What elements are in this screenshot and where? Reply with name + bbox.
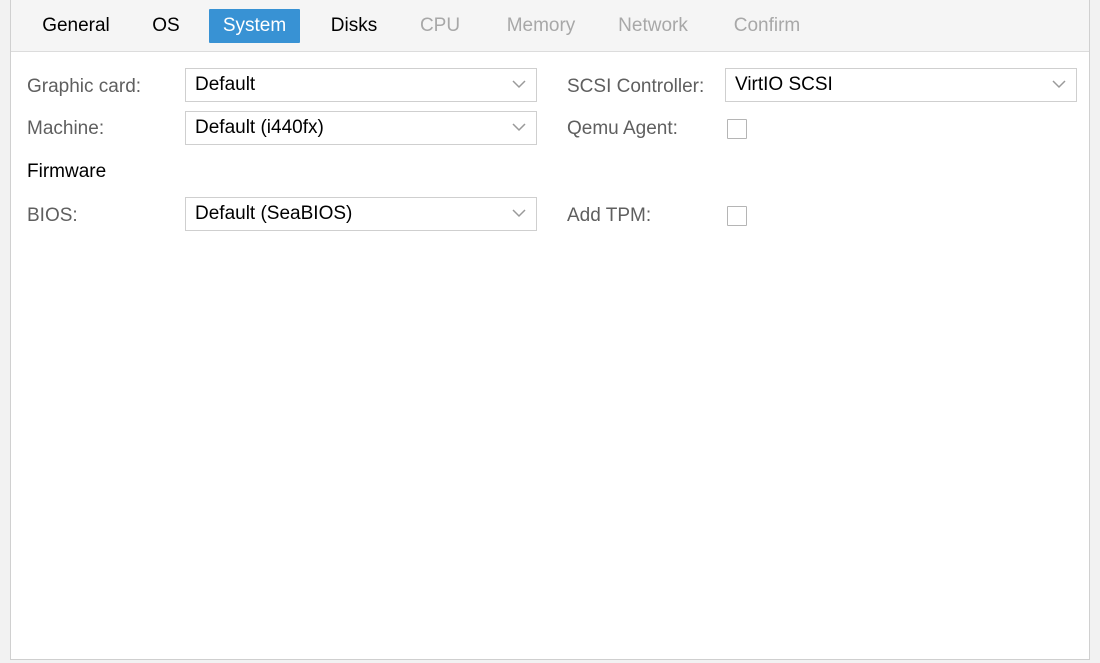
graphic-card-label: Graphic card:	[27, 76, 142, 97]
tab-general[interactable]: General	[42, 15, 110, 36]
chevron-down-icon[interactable]	[512, 122, 526, 132]
bios-label: BIOS:	[27, 205, 78, 226]
qemu-agent-checkbox[interactable]	[727, 119, 747, 139]
machine-value: Default (i440fx)	[195, 117, 324, 138]
qemu-agent-label: Qemu Agent:	[567, 118, 678, 139]
bios-combo[interactable]: Default (SeaBIOS)	[185, 197, 537, 231]
chevron-down-icon[interactable]	[512, 79, 526, 89]
chevron-down-icon[interactable]	[1052, 79, 1066, 89]
tab-system[interactable]: System	[209, 9, 300, 43]
tab-disks[interactable]: Disks	[330, 15, 378, 36]
chevron-down-icon[interactable]	[512, 208, 526, 218]
firmware-heading: Firmware	[27, 161, 107, 182]
scsi-controller-combo[interactable]: VirtIO SCSI	[725, 68, 1077, 102]
tab-cpu: CPU	[419, 15, 461, 36]
graphic-card-value: Default	[195, 74, 256, 95]
wizard-window: General OS System Disks CPU Memory Netwo…	[10, 0, 1090, 660]
tab-memory: Memory	[506, 15, 576, 36]
add-tpm-label: Add TPM:	[567, 205, 652, 226]
tab-os[interactable]: OS	[152, 15, 180, 36]
scsi-controller-value: VirtIO SCSI	[735, 74, 833, 95]
wizard-tab-bar: General OS System Disks CPU Memory Netwo…	[11, 0, 1089, 52]
tab-confirm: Confirm	[733, 15, 801, 36]
machine-combo[interactable]: Default (i440fx)	[185, 111, 537, 145]
tab-network: Network	[618, 15, 688, 36]
scsi-controller-label: SCSI Controller:	[567, 76, 705, 97]
bios-value: Default (SeaBIOS)	[195, 203, 353, 224]
machine-label: Machine:	[27, 118, 105, 139]
add-tpm-checkbox[interactable]	[727, 206, 747, 226]
graphic-card-combo[interactable]: Default	[185, 68, 537, 102]
